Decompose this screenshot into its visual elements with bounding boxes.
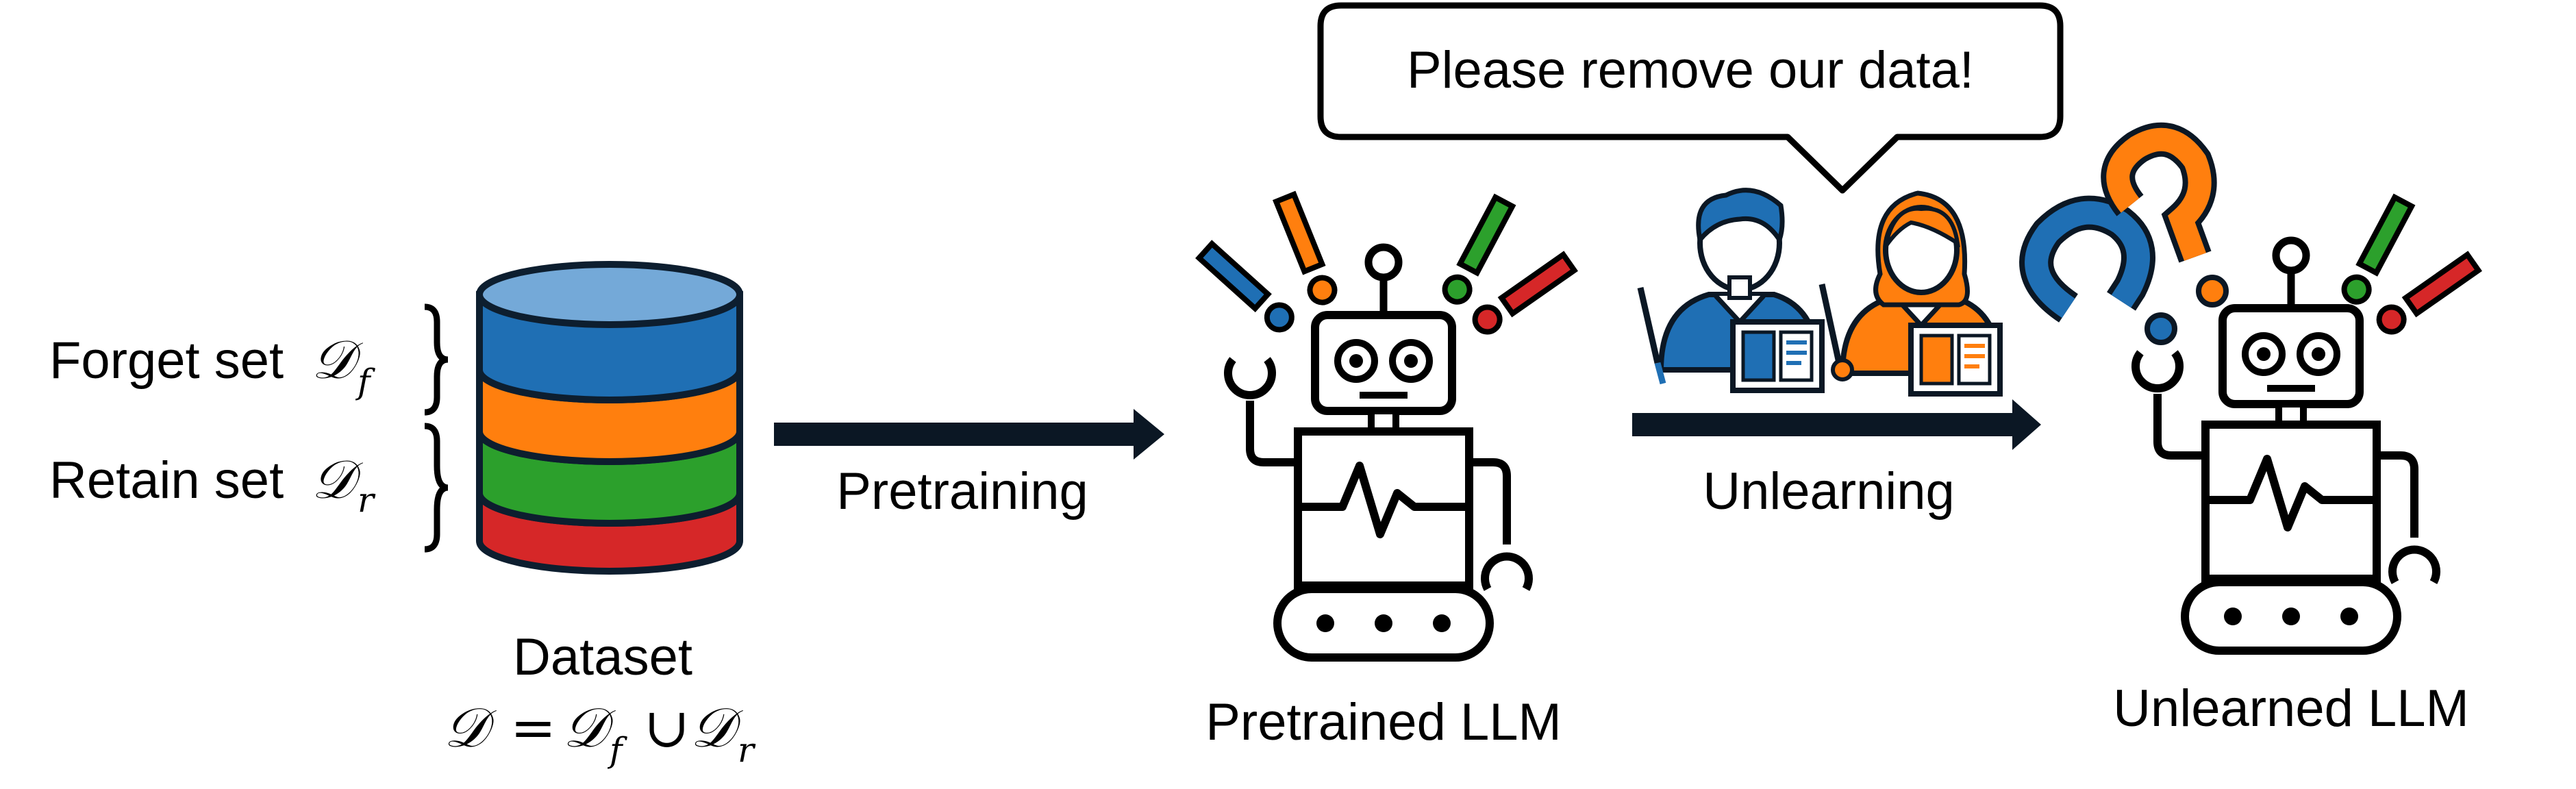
forget-set-sub: f — [355, 362, 375, 401]
svg-text:r: r — [738, 730, 756, 770]
retain-set-sub: r — [358, 480, 376, 520]
exclamation-icon — [1440, 196, 1514, 306]
dataset-formula: 𝒟 = 𝒟 f ∪ 𝒟 r — [444, 696, 756, 770]
retain-brace — [424, 423, 449, 553]
dataset-title: Dataset — [513, 628, 692, 686]
document-icon — [1908, 323, 2003, 397]
database-icon — [476, 261, 743, 575]
svg-text:∪: ∪ — [644, 696, 690, 760]
exclamation-icon — [2340, 196, 2414, 306]
robot-icon — [2136, 240, 2436, 651]
document-icon — [1730, 319, 1825, 393]
unlearned-llm-label: Unlearned LLM — [2113, 679, 2469, 738]
exclamation-icon — [1197, 242, 1297, 335]
question-mark-icon — [2101, 122, 2229, 308]
pretraining-label: Pretraining — [836, 462, 1088, 521]
exclamation-icon — [2375, 253, 2480, 337]
speech-bubble — [1317, 2, 2064, 194]
question-mark-icon — [2019, 195, 2177, 345]
svg-text:𝒟: 𝒟 — [690, 696, 743, 760]
exclamation-icon — [1273, 193, 1338, 306]
retain-set-symbol: 𝒟 — [312, 449, 363, 511]
exclamation-icon — [1471, 253, 1576, 337]
svg-text:𝒟: 𝒟 — [563, 696, 616, 760]
speech-bubble-text: Please remove our data! — [1407, 41, 1974, 99]
svg-text:𝒟: 𝒟 — [444, 696, 497, 760]
unlearning-label: Unlearning — [1703, 462, 1955, 521]
retain-set-label: Retain set — [49, 451, 284, 510]
pretrained-llm-label: Pretrained LLM — [1205, 693, 1562, 751]
unlearning-arrow — [1632, 399, 2041, 450]
forget-set-symbol: 𝒟 — [312, 329, 363, 391]
forget-brace — [424, 303, 449, 416]
svg-text:f: f — [607, 730, 627, 770]
forget-set-label: Forget set — [49, 331, 284, 390]
svg-text:=: = — [510, 696, 556, 760]
pretraining-arrow — [774, 409, 1164, 460]
